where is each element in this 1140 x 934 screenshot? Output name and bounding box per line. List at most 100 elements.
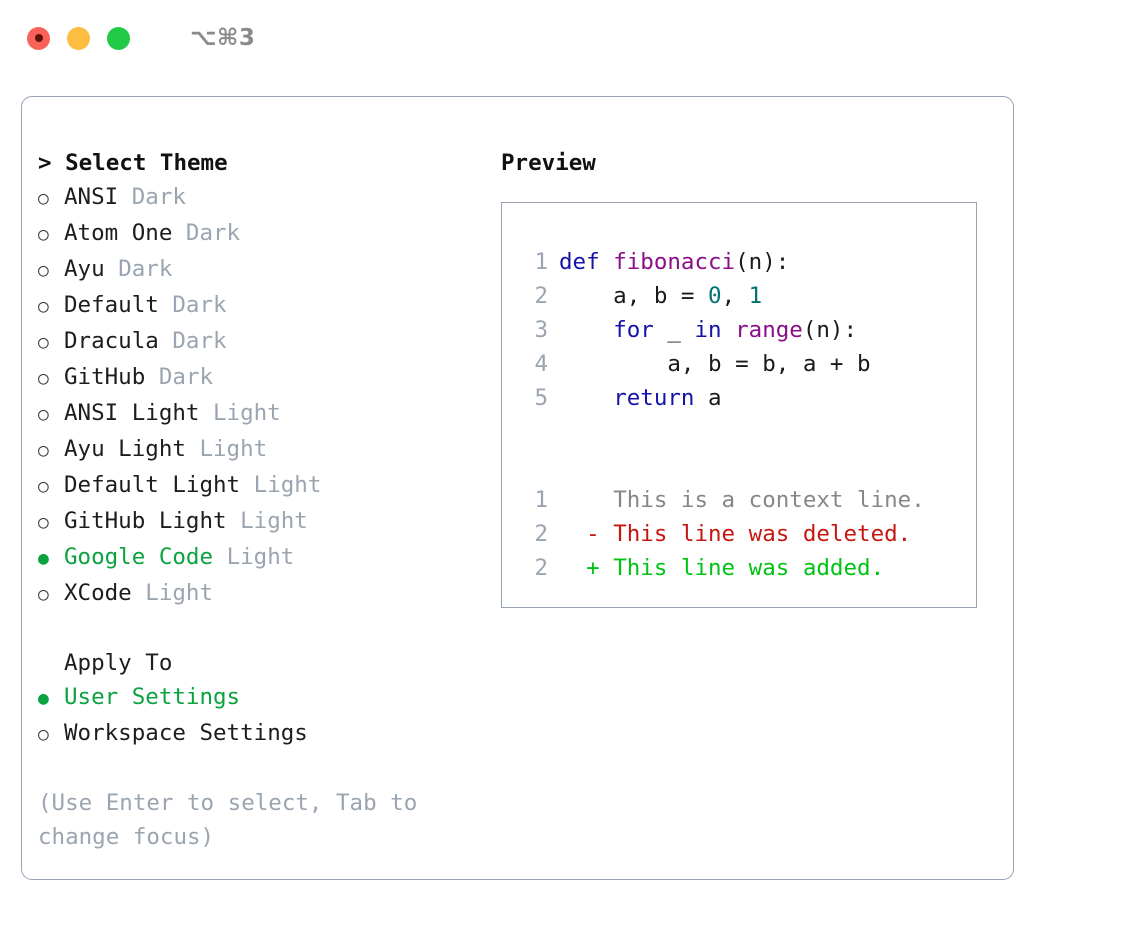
diff-text: This line was deleted. [613,521,912,547]
maximize-button[interactable] [107,26,130,50]
theme-option-google-code[interactable]: Google Code Light [38,540,478,576]
theme-variant-tag: Light [253,472,322,498]
theme-variant-tag: Dark [158,364,214,390]
preview-title: Preview [501,150,596,176]
theme-option-label: XCode [64,580,132,606]
theme-option-atom-one[interactable]: Atom One Dark [38,216,478,252]
theme-label-spacer [105,256,119,282]
line-number: 1 [534,487,548,513]
section-spacer [38,612,478,646]
theme-option-label: Default Light [64,472,241,498]
theme-label-spacer [145,364,159,390]
diff-sign [559,487,613,513]
theme-option-label: Google Code [64,544,214,570]
theme-option-label: Dracula [64,328,159,354]
theme-option-default-light[interactable]: Default Light Light [38,468,478,504]
code-line: 2 a, b = 0, 1 [502,279,976,313]
radio-unselected-icon [38,252,64,288]
line-number: 5 [534,385,548,411]
theme-option-label: Atom One [64,220,173,246]
radio-unselected-icon [38,180,64,216]
line-number: 2 [534,555,548,581]
theme-variant-tag: Dark [185,220,241,246]
code-token-kw: return [613,385,695,411]
theme-option-ansi-light[interactable]: ANSI Light Light [38,396,478,432]
theme-option-ayu[interactable]: Ayu Dark [38,252,478,288]
theme-variant-tag: Light [213,400,281,426]
theme-option-label: Ayu Light [64,436,186,462]
theme-option-label: Ayu [64,256,105,282]
radio-unselected-icon [38,216,64,252]
radio-unselected-icon [38,504,64,540]
theme-label-spacer [186,436,200,462]
theme-variant-tag: Dark [172,328,227,354]
minimize-button[interactable] [67,26,90,50]
code-token-txt: a, b = b, a + b [559,351,871,377]
theme-variant-tag: Dark [131,184,186,210]
radio-unselected-icon [38,396,64,432]
recording-indicator-icon [34,34,43,42]
hint-line-1: (Use Enter to select, Tab to [38,790,418,816]
theme-label-spacer [213,544,227,570]
theme-option-ayu-light[interactable]: Ayu Light Light [38,432,478,468]
code-token-txt: (n): [735,249,790,275]
titlebar: ⌥⌘3 [0,0,1140,76]
theme-option-default[interactable]: Default Dark [38,288,478,324]
apply-to-option-user-settings[interactable]: User Settings [38,680,478,716]
apply-to-option-label: Workspace Settings [64,720,308,746]
code-token-num: 1 [748,283,763,309]
radio-unselected-icon [38,324,64,360]
keyboard-shortcut-label: ⌥⌘3 [190,25,256,51]
theme-label-spacer [159,328,173,354]
code-line: 3 for _ in range(n): [502,313,976,347]
radio-unselected-icon [38,360,64,396]
theme-option-github-light[interactable]: GitHub Light Light [38,504,478,540]
code-token-kw: for [613,317,654,343]
apply-to-header: Apply To [64,650,173,676]
select-theme-header: > Select Theme [38,146,478,180]
code-token-txt [559,385,613,411]
code-token-kw: def [559,249,614,275]
radio-unselected-icon [38,468,64,504]
theme-option-xcode[interactable]: XCode Light [38,576,478,612]
line-number: 4 [534,351,548,377]
theme-label-spacer [227,508,241,534]
diff-line-del: 2 - This line was deleted. [502,517,976,551]
theme-option-dracula[interactable]: Dracula Dark [38,324,478,360]
radio-unselected-icon [38,576,64,612]
code-line: 4 a, b = b, a + b [502,347,976,381]
theme-option-github[interactable]: GitHub Dark [38,360,478,396]
line-number: 2 [534,521,548,547]
hint-line-2: change focus) [38,824,215,850]
code-line: 5 return a [502,381,976,415]
prompt-caret-icon: > [38,150,66,176]
diff-sample: 1 This is a context line.2 - This line w… [502,483,976,585]
radio-unselected-icon [38,432,64,468]
apply-to-option-workspace-settings[interactable]: Workspace Settings [38,716,478,752]
code-diff-spacer-2 [502,449,976,483]
theme-label-spacer [240,472,254,498]
line-number: 3 [534,317,548,343]
diff-text: This line was added. [613,555,885,581]
theme-list: ANSI DarkAtom One DarkAyu DarkDefault Da… [38,180,478,612]
theme-label-spacer [172,220,186,246]
code-token-num: 0 [708,283,722,309]
line-number: 2 [534,283,548,309]
radio-unselected-icon [38,716,64,752]
hint-text: (Use Enter to select, Tab to change focu… [38,786,438,854]
theme-option-ansi[interactable]: ANSI Dark [38,180,478,216]
diff-line-add: 2 + This line was added. [502,551,976,585]
close-button[interactable] [27,26,50,50]
code-token-txt: _ [653,317,695,343]
theme-picker-column: > Select Theme ANSI DarkAtom One DarkAyu… [38,146,478,854]
theme-variant-tag: Light [145,580,214,606]
theme-variant-tag: Light [226,544,295,570]
code-token-txt [722,317,736,343]
radio-selected-icon [38,680,64,716]
theme-option-label: Default [64,292,159,318]
diff-line-ctx: 1 This is a context line. [502,483,976,517]
apply-to-list: User SettingsWorkspace Settings [38,680,478,752]
